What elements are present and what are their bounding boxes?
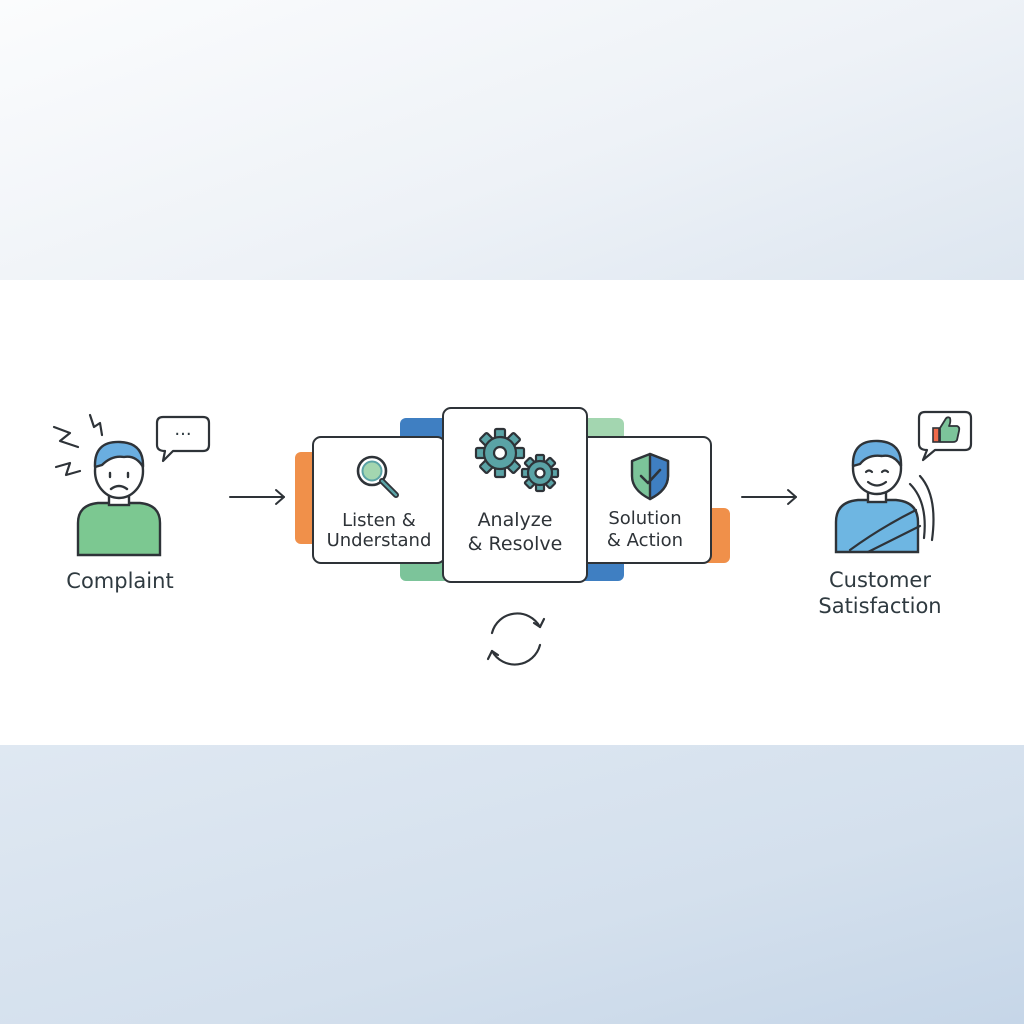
complaint-label: Complaint [66, 569, 174, 593]
step-3-line2: & Action [606, 530, 684, 551]
arrow-right-icon [229, 489, 285, 505]
shield-check-icon [630, 452, 670, 501]
step-1-line1: Listen & [342, 510, 416, 531]
thumbs-up-bubble-icon [917, 410, 973, 462]
step-card-solution: Solution & Action [578, 436, 712, 564]
customer-label: Customer [828, 568, 931, 592]
step-3-line1: Solution [608, 508, 682, 529]
stress-lines-icon [52, 413, 104, 477]
satisfaction-label: Satisfaction [818, 594, 942, 618]
speech-bubble-dots: ... [174, 419, 192, 440]
magnifier-icon [356, 455, 399, 498]
speech-bubble-icon [155, 415, 211, 463]
background-bottom [0, 745, 1024, 1024]
frustrated-person-icon [52, 413, 162, 557]
step-2-line2: & Resolve [467, 533, 563, 555]
gears-icon [474, 427, 560, 493]
step-card-listen: Listen & Understand [312, 436, 446, 564]
step-1-line2: Understand [326, 530, 432, 551]
background-top [0, 0, 1024, 280]
cycle-arrows-icon [486, 612, 546, 666]
arrow-right-icon-2 [741, 489, 797, 505]
step-card-analyze: Analyze & Resolve [442, 407, 588, 583]
step-2-line1: Analyze [477, 509, 553, 531]
happy-customer-icon [834, 439, 935, 554]
